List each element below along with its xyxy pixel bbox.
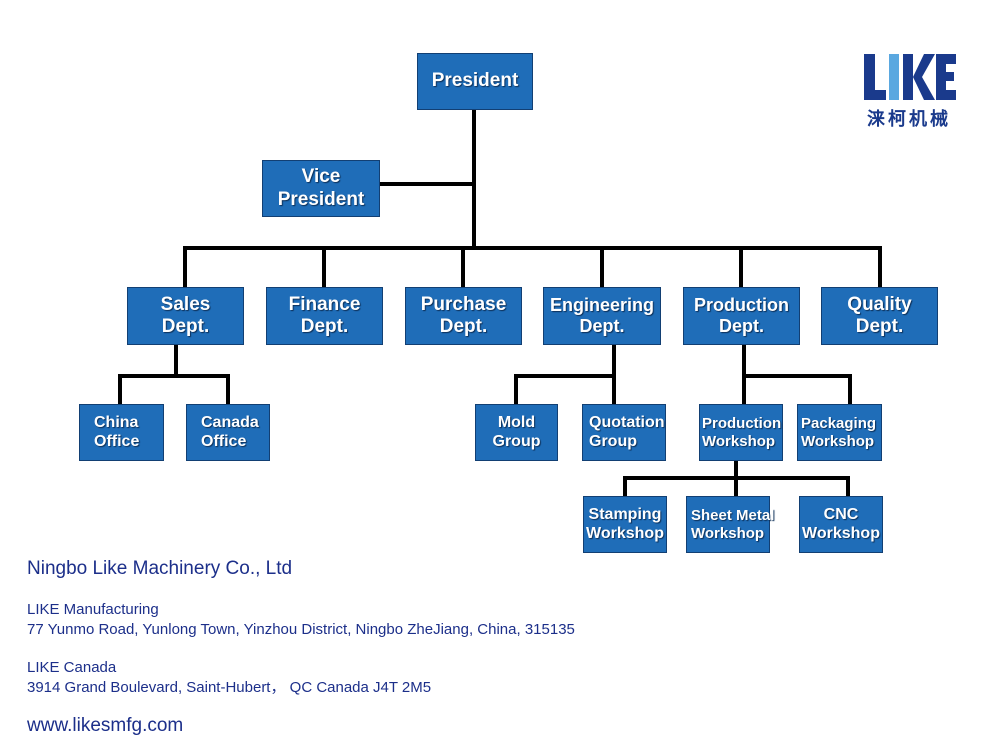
finance-dept-label-line1: Finance [288,293,361,315]
china-office-box: China Office [79,404,164,461]
president-label: President [431,70,519,92]
china-office-label-line1: China [94,413,139,431]
like-logo-chinese: 涞柯机械 [867,109,951,130]
vice-president-label-line2: President [277,188,365,210]
finance-dept-box: Finance Dept. [266,287,383,345]
company-footer: Ningbo Like Machinery Co., Ltd LIKE Manu… [27,558,575,737]
mold-group-box: Mold Group [475,404,558,461]
mold-group-label-line1: Mold [497,413,536,431]
website-link[interactable]: www.likesmfg.com [27,715,184,736]
canada-name: LIKE Canada [27,659,117,676]
production-dept-box: Production Dept. [683,287,800,345]
packaging-workshop-box: Packaging Workshop [797,404,882,461]
cnc-workshop-box: CNC Workshop [799,496,883,553]
canada-address: 3914 Grand Boulevard, Saint-Hubert， QC C… [27,679,432,696]
mold-group-label-line2: Group [492,432,541,450]
cnc-workshop-label-line2: Workshop [802,524,880,542]
production-dept-label-line2: Dept. [719,316,764,336]
mfg-name: LIKE Manufacturing [27,601,159,618]
packaging-workshop-label-line2: Workshop [801,432,875,450]
quality-dept-label-line2: Dept. [855,316,904,337]
president-box: President [417,53,533,110]
china-office-label-line2: Office [94,432,140,450]
quality-dept-box: Quality Dept. [821,287,938,345]
production-dept-label-line1: Production [694,294,789,315]
canada-office-label-line1: Canada [201,413,259,431]
engineering-dept-label-line2: Dept. [579,316,625,336]
production-workshop-box: Production Workshop [699,404,783,461]
sheet-metal-workshop-label-line2: Workshop [691,524,765,542]
quotation-group-label-line2: Group [589,432,637,450]
stamping-workshop-box: Stamping Workshop [583,496,667,553]
like-logo [858,52,958,128]
engineering-dept-box: Engineering Dept. [543,287,661,345]
sales-dept-label-line2: Dept. [161,316,210,337]
like-logo-mark [864,54,956,100]
production-workshop-label-line2: Workshop [702,432,776,450]
canada-office-box: Canada Office [186,404,270,461]
engineering-dept-label-line1: Engineering [549,294,654,315]
quotation-group-box: Quotation Group [582,404,666,461]
finance-dept-label-line2: Dept. [300,316,349,337]
company-name: Ningbo Like Machinery Co., Ltd [27,558,293,579]
cnc-workshop-label-line1: CNC [823,505,859,523]
canada-office-label-line2: Office [201,432,247,450]
sheet-metal-workshop-label-line1: Sheet Metal [691,506,775,524]
quotation-group-label-line1: Quotation [589,413,665,431]
sales-dept-box: Sales Dept. [127,287,244,345]
stamping-workshop-label-line1: Stamping [588,505,662,523]
sheet-metal-workshop-box: Sheet Metal Workshop [686,496,775,553]
mfg-address: 77 Yunmo Road, Yunlong Town, Yinzhou Dis… [27,621,575,638]
quality-dept-label-line1: Quality [847,293,912,315]
stamping-workshop-label-line2: Workshop [586,524,664,542]
purchase-dept-box: Purchase Dept. [405,287,522,345]
packaging-workshop-label-line1: Packaging [801,414,877,432]
production-workshop-label-line1: Production [702,414,782,432]
purchase-dept-label-line2: Dept. [439,316,488,337]
sales-dept-label-line1: Sales [160,293,211,315]
vice-president-label-line1: Vice [301,166,341,188]
purchase-dept-label-line1: Purchase [420,293,507,315]
vice-president-box: Vice President [262,160,380,217]
